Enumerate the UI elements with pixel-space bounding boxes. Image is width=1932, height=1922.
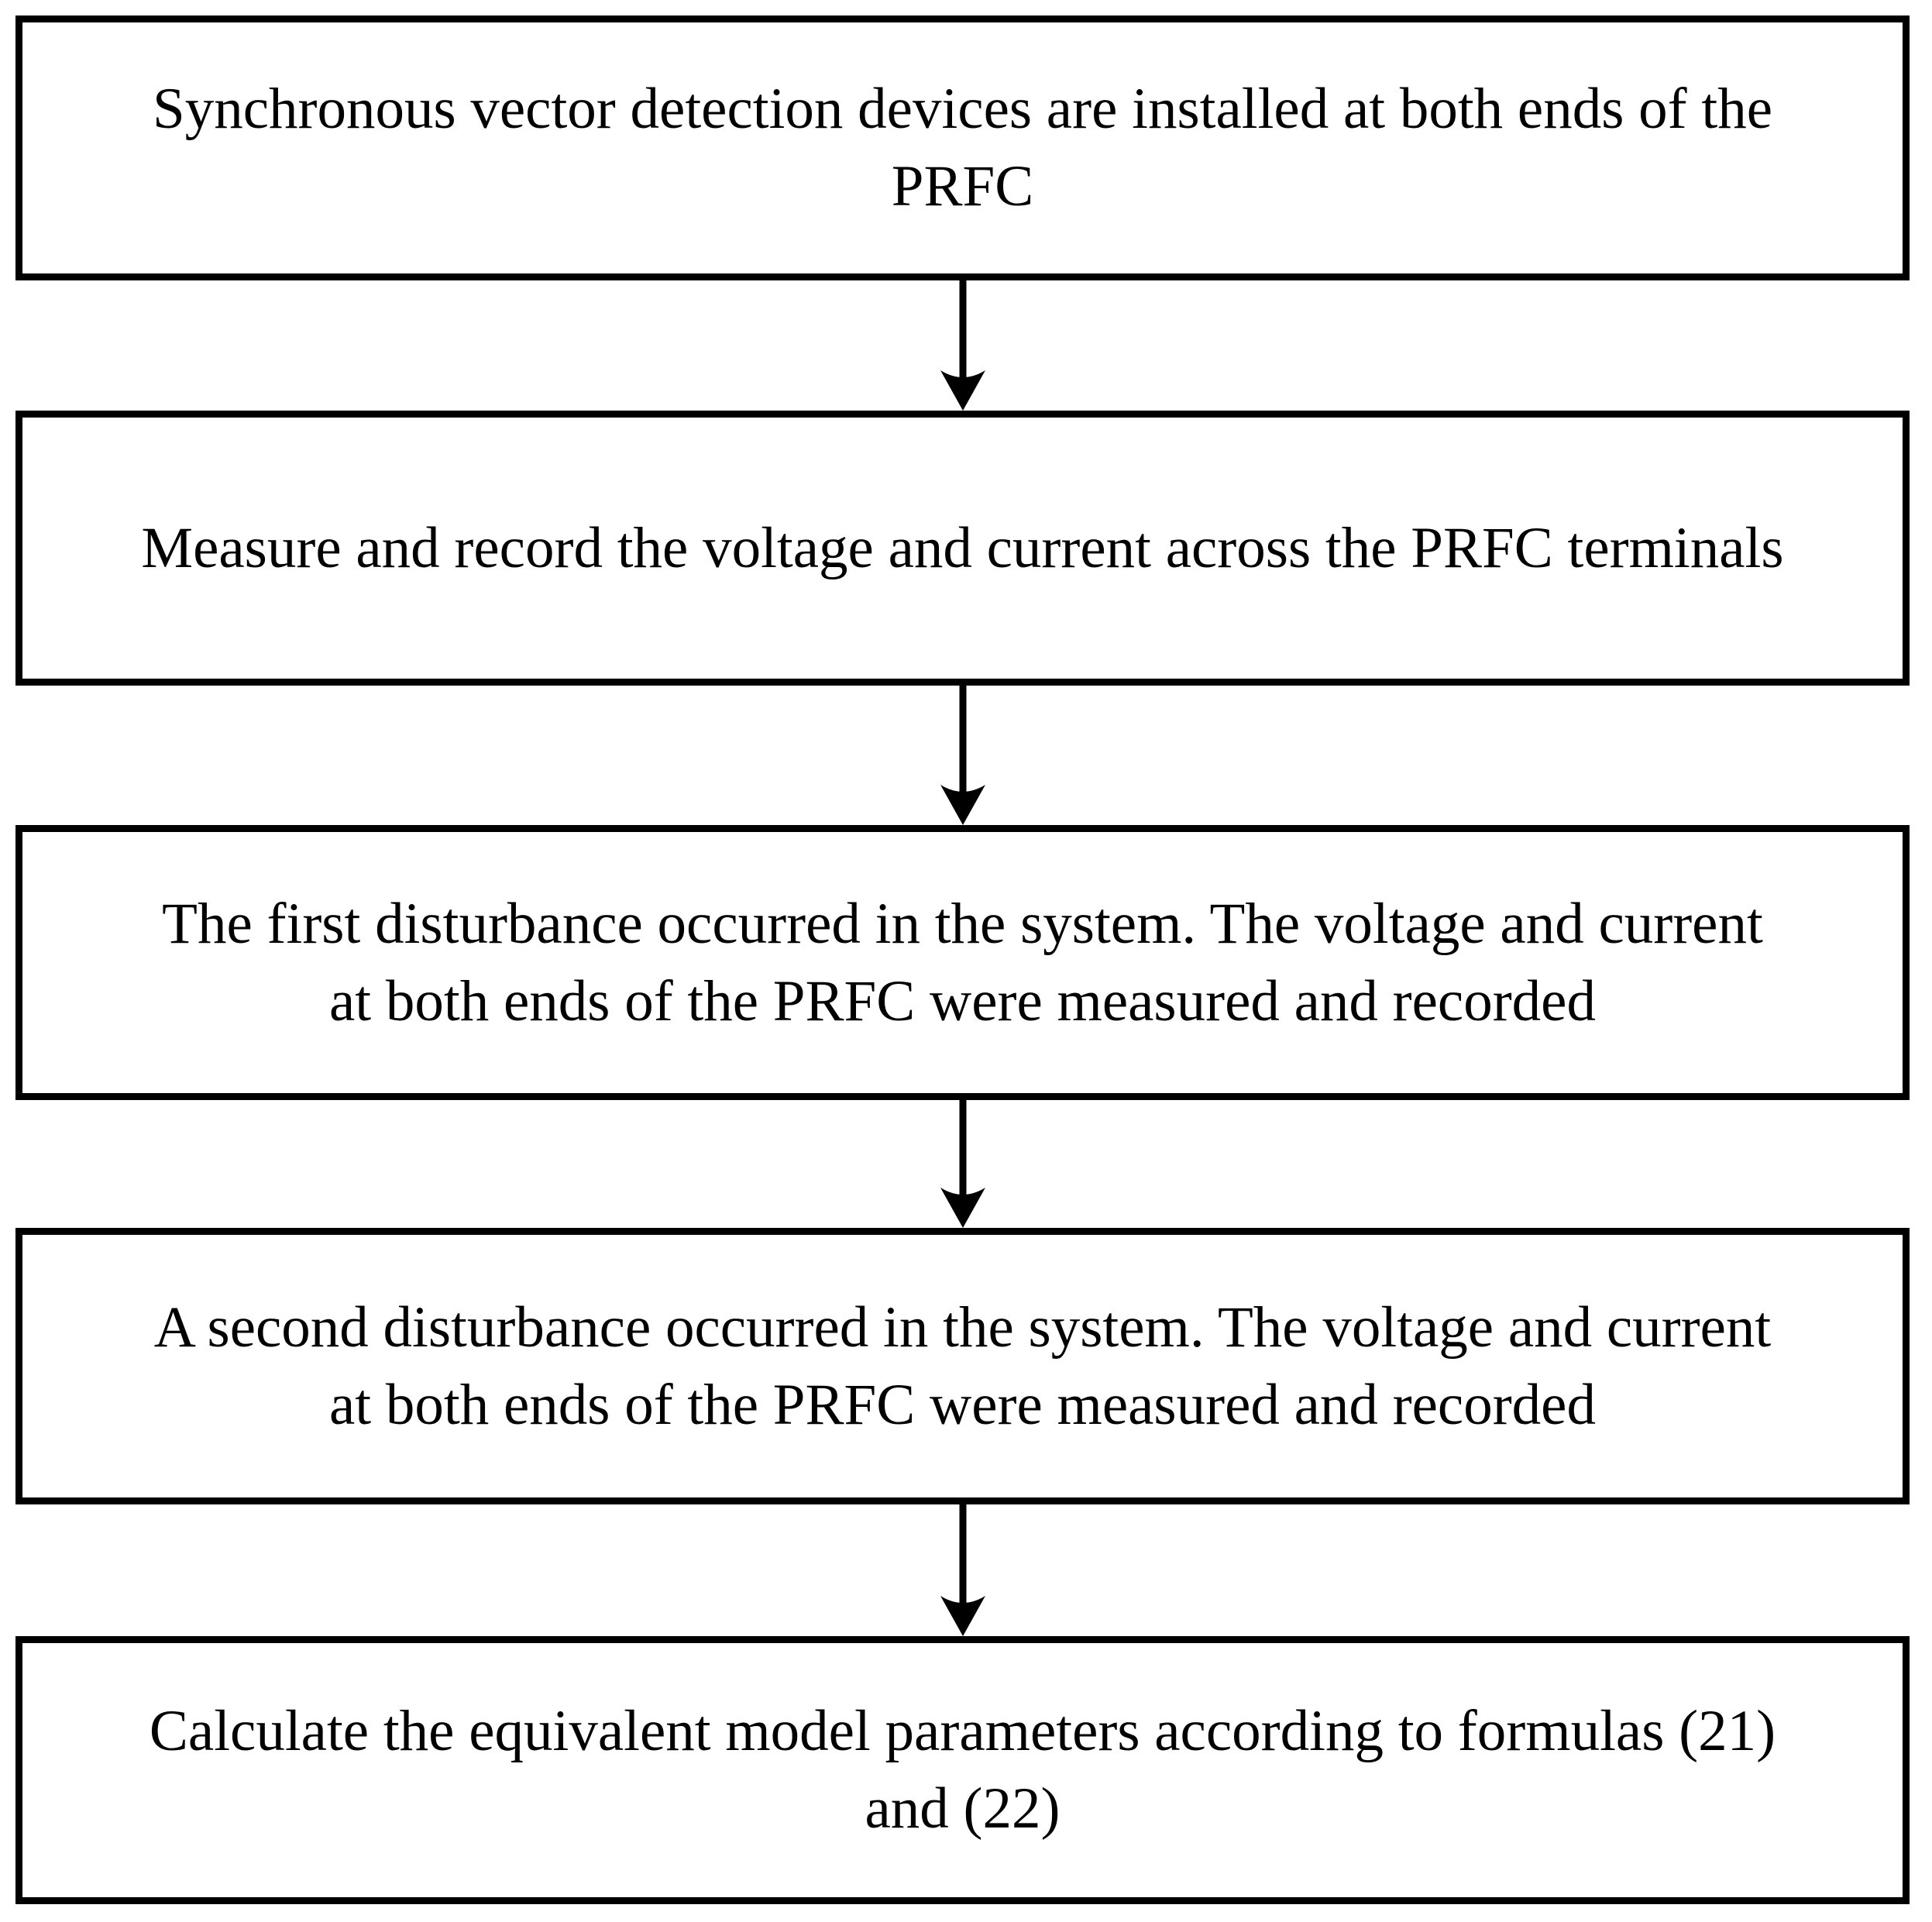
arrow-step3-to-step4-icon <box>940 1100 985 1228</box>
flow-step-4: A second disturbance occurred in the sys… <box>15 1228 1910 1504</box>
arrow-head <box>940 785 985 825</box>
flow-step-1: Synchronous vector detection devices are… <box>15 15 1910 280</box>
arrow-step2-to-step3-icon <box>940 686 985 825</box>
flow-step-2: Measure and record the voltage and curre… <box>15 411 1910 686</box>
arrow-head <box>940 370 985 411</box>
arrow-head <box>940 1188 985 1228</box>
flow-step-5-label: Calculate the equivalent model parameter… <box>149 1699 1776 1841</box>
flow-step-1-label: Synchronous vector detection devices are… <box>152 77 1773 218</box>
flow-step-5: Calculate the equivalent model parameter… <box>15 1636 1910 1904</box>
flow-step-3: The first disturbance occurred in the sy… <box>15 825 1910 1100</box>
flow-step-4-label: A second disturbance occurred in the sys… <box>153 1295 1772 1437</box>
arrow-step1-to-step2-icon <box>940 280 985 411</box>
arrow-head <box>940 1596 985 1636</box>
flow-step-3-label: The first disturbance occurred in the sy… <box>162 891 1763 1033</box>
arrow-step4-to-step5-icon <box>940 1504 985 1636</box>
flow-step-2-label: Measure and record the voltage and curre… <box>141 515 1784 580</box>
